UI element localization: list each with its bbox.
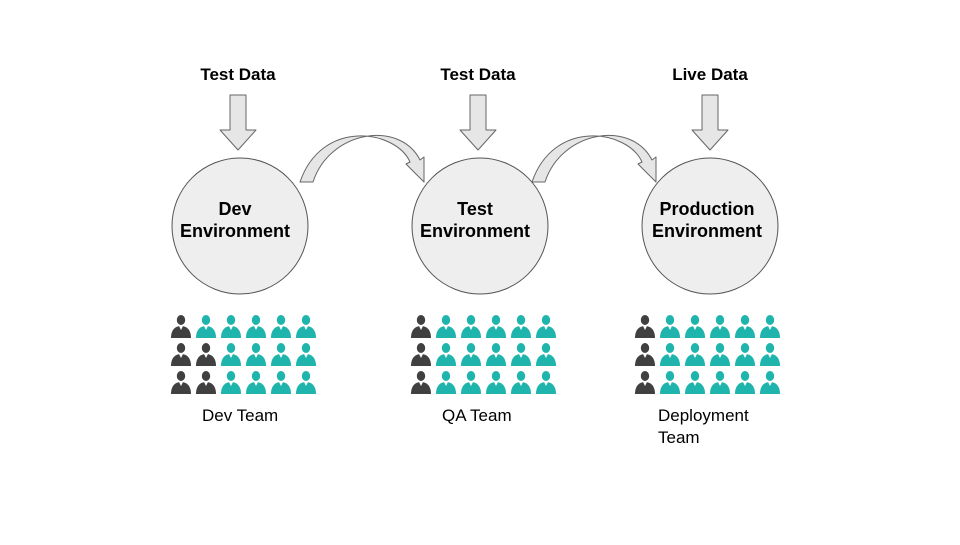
curved-arrow-test-to-production	[531, 134, 657, 183]
team-label-dev-line1: Dev Team	[202, 406, 279, 425]
person-icon	[436, 343, 456, 366]
curved-arrow-dev-to-test	[299, 134, 425, 183]
person-icon	[271, 315, 291, 338]
person-icon	[246, 371, 266, 394]
person-icon	[461, 343, 481, 366]
person-icon	[710, 371, 730, 394]
person-icon	[760, 371, 780, 394]
person-icon	[660, 371, 680, 394]
person-icon	[735, 343, 755, 366]
env-label-dev-line2: Environment	[179, 221, 290, 241]
person-icon	[660, 343, 680, 366]
env-circle-dev	[171, 157, 309, 295]
person-icon	[486, 343, 506, 366]
person-icon	[411, 315, 431, 338]
person-icon	[246, 315, 266, 338]
env-label-production: Production Environment	[632, 198, 782, 242]
person-icon	[271, 371, 291, 394]
person-icon	[296, 371, 316, 394]
team-crowd-qa	[411, 315, 556, 394]
person-icon	[296, 315, 316, 338]
team-label-deployment-line2: Team	[658, 428, 700, 447]
person-icon	[486, 315, 506, 338]
input-arrow-test	[459, 94, 497, 151]
person-icon	[221, 315, 241, 338]
input-label-test: Test Data	[440, 65, 516, 84]
team-crowd-dev	[171, 315, 316, 394]
person-icon	[735, 371, 755, 394]
person-icon	[660, 315, 680, 338]
env-label-dev: Dev Environment	[160, 198, 310, 242]
person-icon	[221, 371, 241, 394]
person-icon	[685, 315, 705, 338]
team-label-deployment: Deployment Team	[658, 405, 798, 449]
person-icon	[436, 371, 456, 394]
env-label-dev-line1: Dev	[218, 199, 252, 219]
person-icon	[196, 371, 216, 394]
person-icon	[271, 343, 291, 366]
person-icon	[760, 343, 780, 366]
env-label-production-line1: Production	[659, 199, 755, 219]
person-icon	[635, 343, 655, 366]
person-icon	[461, 315, 481, 338]
team-label-dev: Dev Team	[202, 405, 342, 427]
person-icon	[760, 315, 780, 338]
env-label-test-line2: Environment	[419, 221, 530, 241]
person-icon	[536, 343, 556, 366]
person-icon	[246, 343, 266, 366]
person-icon	[635, 315, 655, 338]
person-icon	[196, 315, 216, 338]
person-icon	[411, 371, 431, 394]
person-icon	[461, 371, 481, 394]
env-label-test: Test Environment	[400, 198, 550, 242]
person-icon	[735, 315, 755, 338]
person-icon	[436, 315, 456, 338]
person-icon	[296, 343, 316, 366]
person-icon	[486, 371, 506, 394]
person-icon	[511, 315, 531, 338]
person-icon	[685, 371, 705, 394]
env-circle-test	[411, 157, 549, 295]
person-icon	[411, 343, 431, 366]
env-circle-production	[641, 157, 779, 295]
person-icon	[171, 315, 191, 338]
team-crowd-deployment	[635, 315, 780, 394]
person-icon	[536, 315, 556, 338]
person-icon	[221, 343, 241, 366]
input-arrow-dev	[219, 94, 257, 151]
person-icon	[196, 343, 216, 366]
person-icon	[685, 343, 705, 366]
person-icon	[635, 371, 655, 394]
person-icon	[171, 371, 191, 394]
team-label-deployment-line1: Deployment	[658, 406, 749, 425]
input-label-production: Live Data	[672, 65, 748, 84]
person-icon	[171, 343, 191, 366]
person-icon	[710, 315, 730, 338]
input-arrow-production	[691, 94, 729, 151]
person-icon	[710, 343, 730, 366]
team-label-qa-line1: QA Team	[442, 406, 512, 425]
env-label-test-line1: Test	[457, 199, 493, 219]
input-label-dev: Test Data	[200, 65, 276, 84]
env-label-production-line2: Environment	[651, 221, 762, 241]
person-icon	[511, 343, 531, 366]
team-label-qa: QA Team	[442, 405, 582, 427]
person-icon	[511, 371, 531, 394]
person-icon	[536, 371, 556, 394]
